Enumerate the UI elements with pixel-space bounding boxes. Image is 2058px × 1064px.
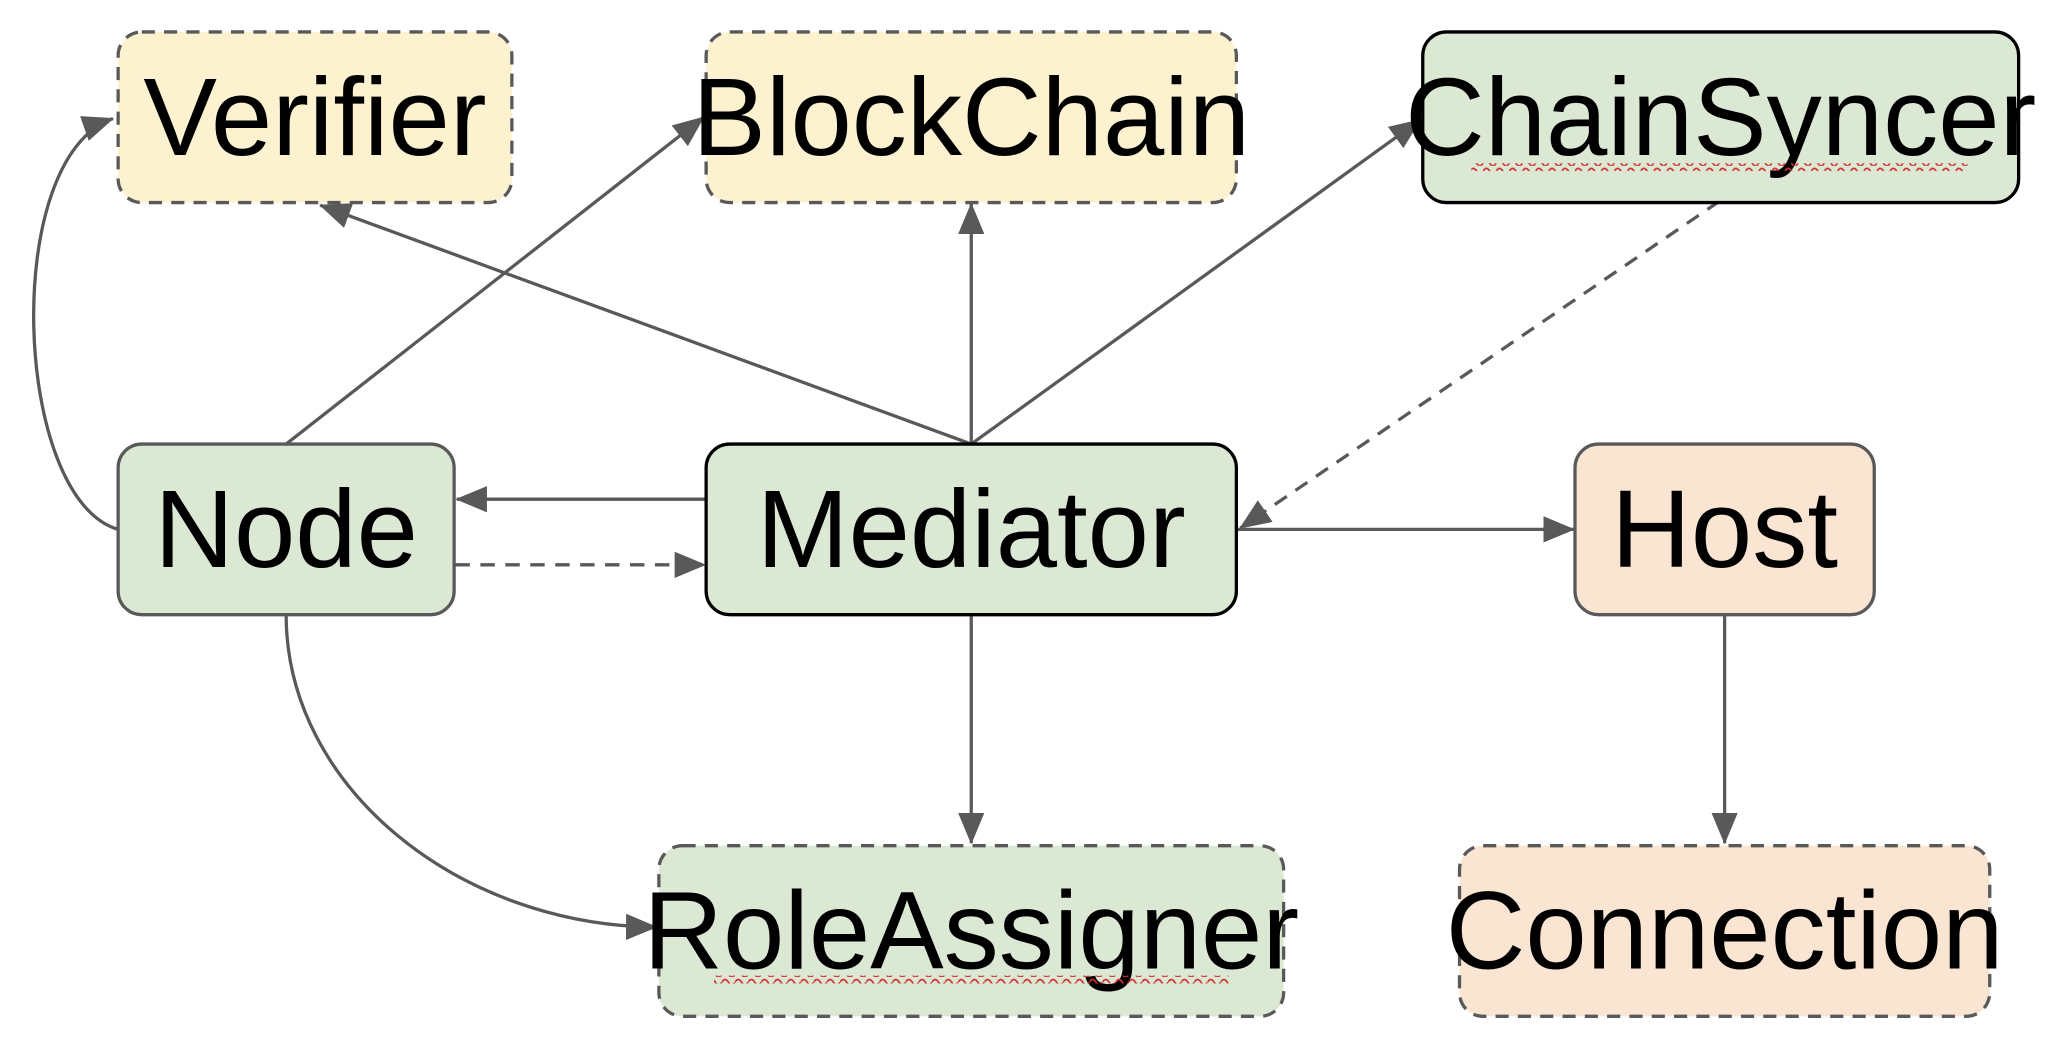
spellcheck-underline xyxy=(1471,163,1968,172)
edge-node-to-roleassigner xyxy=(284,614,658,940)
node-label: RoleAssigner xyxy=(643,870,1299,993)
node-label: Node xyxy=(154,468,418,591)
edge-node-to-verifier xyxy=(32,116,119,531)
node-label: Connection xyxy=(1446,870,2004,993)
node-chainsyncer[interactable]: ChainSyncer xyxy=(1405,30,2036,205)
node-label: ChainSyncer xyxy=(1405,56,2036,179)
spellcheck-underline xyxy=(714,975,1229,984)
node-label: Verifier xyxy=(143,56,486,179)
node-node[interactable]: Node xyxy=(116,442,456,617)
node-label: Mediator xyxy=(757,468,1186,591)
node-host[interactable]: Host xyxy=(1573,442,1876,617)
edge-mediator-to-verifier xyxy=(319,203,972,446)
edge-chainsyncer-to-mediator xyxy=(1239,199,1721,530)
node-label: Host xyxy=(1611,468,1838,591)
edge-mediator-to-chainsyncer xyxy=(970,118,1422,446)
node-verifier[interactable]: Verifier xyxy=(116,30,514,205)
node-blockchain[interactable]: BlockChain xyxy=(692,30,1250,205)
edge-node-to-blockchain xyxy=(285,115,705,446)
node-connection[interactable]: Connection xyxy=(1446,844,2004,1018)
node-label: BlockChain xyxy=(692,56,1250,179)
node-roleassigner[interactable]: RoleAssigner xyxy=(643,844,1299,1018)
node-mediator[interactable]: Mediator xyxy=(704,442,1239,617)
